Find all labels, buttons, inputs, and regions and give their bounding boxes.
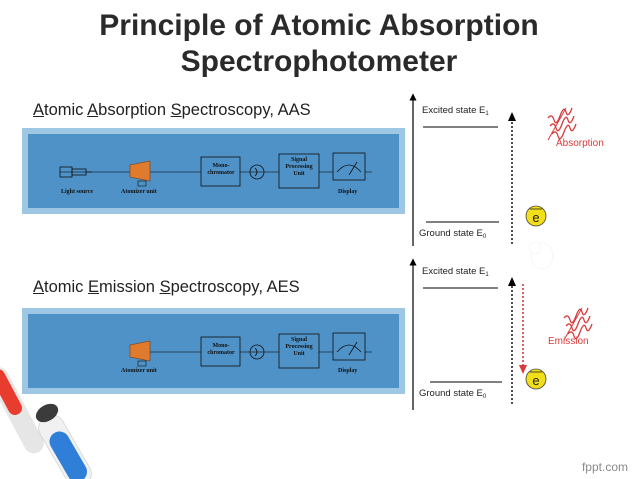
aas-heading-part: pectroscopy, AAS <box>181 101 311 119</box>
aas-signal-line-1: Signal <box>290 157 307 163</box>
aes-signal-processor-label: Signal Processing Unit <box>280 337 318 358</box>
aes-excited-state-label: Excited state E1 <box>422 266 489 278</box>
aas-heading-part: tomic <box>44 101 88 119</box>
aes-electron-symbol: e <box>532 373 539 388</box>
aas-display-meter-icon <box>332 152 366 181</box>
aas-detector-icon <box>249 164 265 180</box>
aas-heading-a: A <box>33 101 45 119</box>
aes-signal-line-1: Signal <box>290 337 307 343</box>
aes-monochromator-label: Mono- chromator <box>203 343 239 357</box>
white-droplet-decoration <box>528 241 554 270</box>
aes-display-label: Display <box>338 368 358 374</box>
aes-excitation-arrow <box>508 277 516 404</box>
aes-signal-processor-icon <box>278 333 320 369</box>
title-line-1: Principle of Atomic Absorption <box>99 9 539 42</box>
emission-label: Emission <box>548 336 589 347</box>
footer-brand: fppt.com <box>581 460 628 474</box>
aes-heading-part: tomic <box>44 278 89 296</box>
aes-mono-line-1: Mono- <box>212 343 230 349</box>
aes-ground-state-label: Ground state E0 <box>419 388 486 400</box>
aas-excited-state-label: Excited state E1 <box>422 105 489 117</box>
aas-signal-processor-label: Signal Processing Unit <box>280 157 318 178</box>
aas-signal-processor-icon <box>278 153 320 189</box>
aes-detector-icon <box>249 344 265 360</box>
aas-heading-s: S <box>170 101 182 119</box>
aes-mono-line-2: chromator <box>207 350 235 356</box>
aas-excited-sub: 1 <box>485 111 489 117</box>
aas-photon-wave-icon <box>547 107 577 141</box>
aes-excited-text: Excited state E <box>422 266 486 277</box>
aas-heading-b: A <box>87 101 99 119</box>
aes-signal-line-2: Processing <box>285 344 313 350</box>
aes-excited-sub: 1 <box>485 272 489 278</box>
aes-heading-a: A <box>33 278 45 296</box>
aes-heading-part: pectroscopy, AES <box>170 278 300 296</box>
aas-atomizer-icon <box>129 160 151 187</box>
aas-atomizer-label: Atomizer unit <box>121 189 157 195</box>
aas-mono-line-1: Mono- <box>212 163 230 169</box>
aas-heading-part: bsorption <box>98 101 171 119</box>
aes-heading-part: mission <box>99 278 160 296</box>
aas-monochromator-label: Mono- chromator <box>203 163 239 177</box>
aes-monochromator-icon <box>200 336 241 367</box>
aas-mono-line-2: chromator <box>207 170 235 176</box>
aas-heading: Atomic Absorption Spectroscopy, AAS <box>33 101 311 120</box>
aes-electron-icon: e <box>525 368 547 390</box>
aas-electron-symbol: e <box>532 210 539 225</box>
aas-ground-state-label: Ground state E0 <box>419 228 486 240</box>
aas-signal-line-2: Processing <box>285 164 313 170</box>
aes-display-meter-icon <box>332 332 366 361</box>
aas-excited-text: Excited state E <box>422 105 486 116</box>
aes-signal-line-3: Unit <box>293 351 305 357</box>
aas-transition-arrow <box>508 112 516 244</box>
aes-heading-e: E <box>88 278 100 296</box>
aas-light-source-label: Light source <box>61 189 94 195</box>
aes-heading: Atomic Emission Spectroscopy, AES <box>33 278 300 297</box>
aas-monochromator-icon <box>200 156 241 187</box>
aas-ground-sub: 0 <box>482 234 487 240</box>
slide-title: Principle of Atomic Absorption Spectroph… <box>0 8 638 80</box>
absorption-label: Absorption <box>556 138 604 149</box>
aas-light-source-icon <box>59 166 92 178</box>
aes-atomizer-label: Atomizer unit <box>121 368 157 374</box>
test-tube-decoration <box>0 367 92 479</box>
aes-ground-sub: 0 <box>482 394 487 400</box>
aes-heading-s: S <box>159 278 171 296</box>
aes-atomizer-icon <box>129 340 151 367</box>
aas-signal-line-3: Unit <box>293 171 305 177</box>
aas-ground-text: Ground state E <box>419 228 483 239</box>
aes-ground-text: Ground state E <box>419 388 483 399</box>
title-line-2: Spectrophotometer <box>180 45 458 78</box>
aes-emission-arrow <box>519 284 527 374</box>
aas-display-label: Display <box>338 189 358 195</box>
aes-photon-wave-icon <box>563 307 593 341</box>
aas-electron-icon: e <box>525 205 547 227</box>
